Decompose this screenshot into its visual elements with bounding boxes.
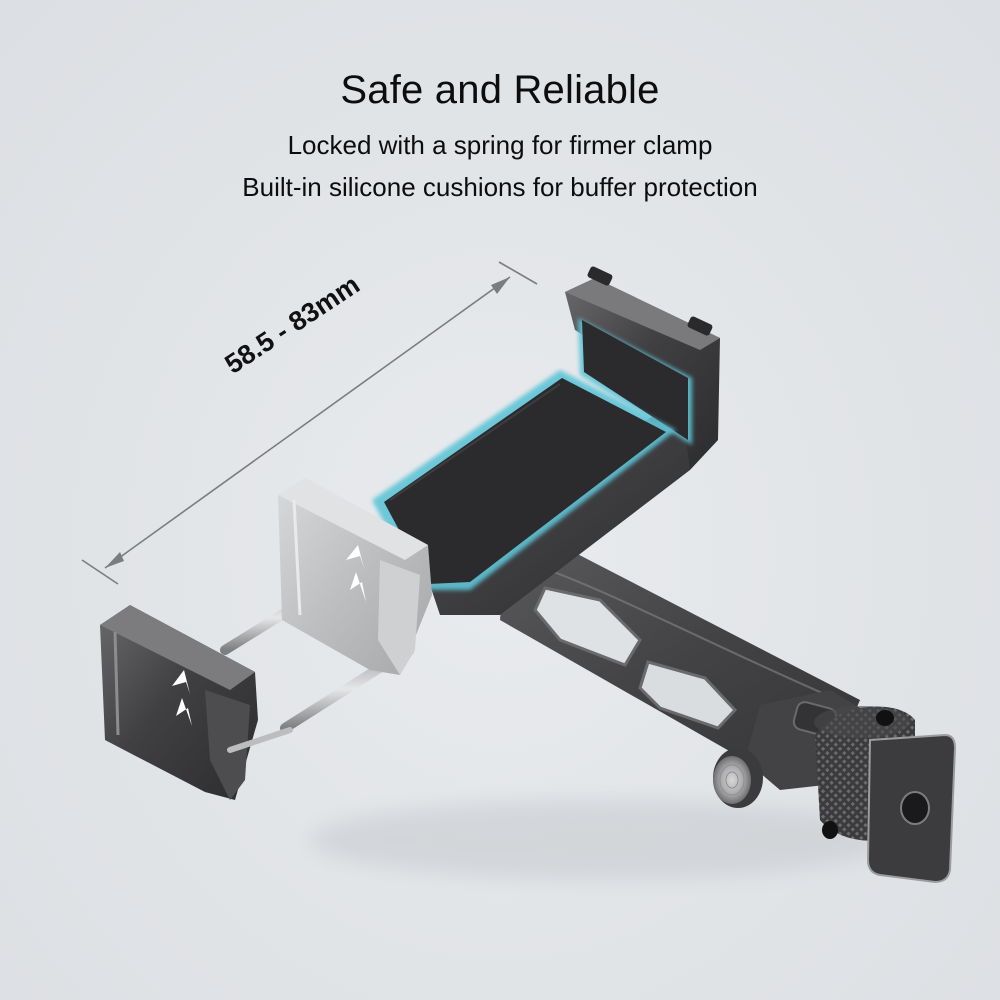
brand-logo-icon xyxy=(172,670,192,726)
feature-line-spring: Locked with a spring for firmer clamp xyxy=(287,130,713,160)
lock-knob-assembly xyxy=(713,690,957,884)
silicone-cushion-floor xyxy=(372,370,676,590)
silver-sliding-jaw xyxy=(278,478,432,675)
feature-line-cushions: Built-in silicone cushions for buffer pr… xyxy=(242,172,758,202)
cold-shoe-mount xyxy=(866,733,957,884)
dark-end-jaw xyxy=(100,605,293,800)
release-button xyxy=(713,748,763,808)
dimension-line xyxy=(81,261,538,585)
brand-logo-icon xyxy=(346,545,366,602)
silicone-cushion-back xyxy=(578,318,692,445)
arm-cutout xyxy=(533,586,642,667)
page-title: Safe and Reliable xyxy=(340,68,660,112)
ground-shadow xyxy=(310,800,890,880)
header: Safe and Reliable Locked with a spring f… xyxy=(0,62,1000,208)
thread-hole-icon xyxy=(900,791,930,825)
clamp-body xyxy=(372,266,720,615)
arm-cutout xyxy=(638,660,738,730)
